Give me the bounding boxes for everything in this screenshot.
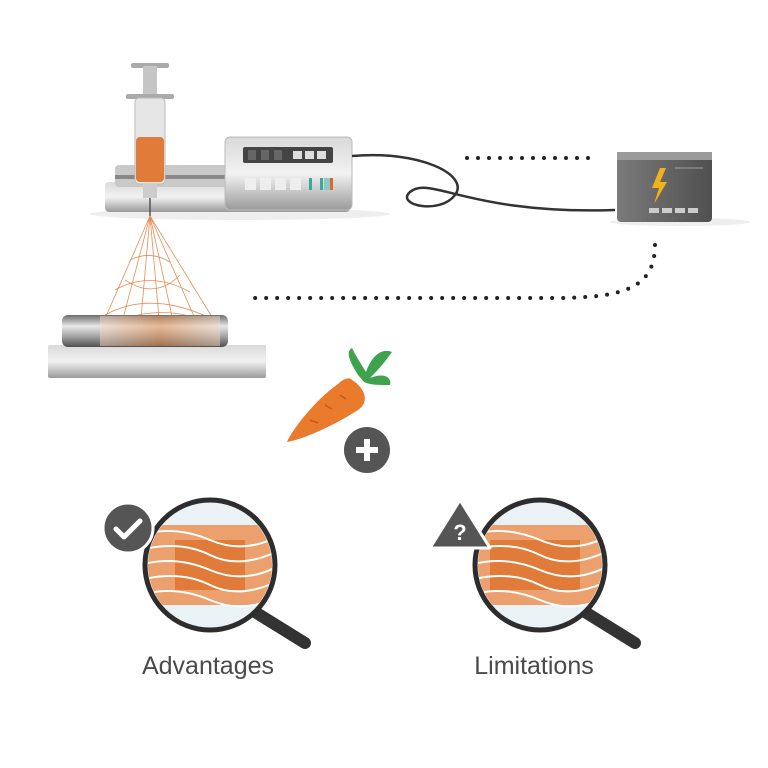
svg-text:?: ? bbox=[453, 520, 466, 545]
syringe-icon bbox=[126, 63, 174, 216]
limitations-label: Limitations bbox=[474, 652, 594, 680]
fiber-jet bbox=[99, 215, 221, 331]
lightning-icon bbox=[652, 168, 667, 204]
magnifier-icon bbox=[472, 497, 641, 649]
power-supply-icon bbox=[610, 152, 750, 226]
collector-drum-icon bbox=[48, 315, 266, 378]
advantages-label: Advantages bbox=[141, 652, 275, 680]
plus-icon bbox=[344, 427, 390, 473]
power-cable bbox=[351, 153, 616, 212]
magnifier-icon bbox=[142, 497, 311, 649]
check-icon bbox=[101, 501, 155, 555]
carrot-icon bbox=[287, 348, 392, 442]
dotted-connection-ground bbox=[243, 243, 657, 300]
warning-question-icon: ? bbox=[428, 498, 492, 550]
